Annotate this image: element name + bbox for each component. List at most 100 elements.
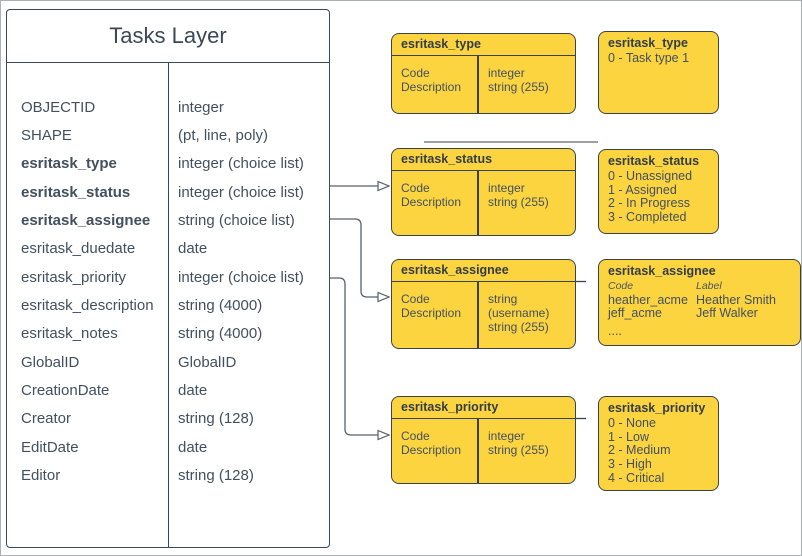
domain-type: integer [488,429,525,443]
table-row: OBJECTID integer [7,93,329,121]
value-item: 1 - Low [608,429,649,444]
domain-table-title: esritask_type [392,34,575,56]
body-divider [477,171,479,235]
domain-table-body: Code Description integer string (255) [392,419,575,483]
domain-type: integer [488,66,525,80]
value-list-title: esritask_priority [608,401,706,415]
field-type: integer (choice list) [178,268,304,286]
field-type: GlobalID [178,353,237,371]
table-row: esritask_priority integer (choice list) [7,263,329,291]
domain-table-esritask-assignee: esritask_assignee Code Description strin… [391,259,576,349]
value-item: 4 - Critical [608,470,665,485]
field-type: (pt, line, poly) [178,127,269,145]
assignee-col-header-code: Code [608,279,634,292]
domain-type: string (255) [488,443,549,457]
domain-field: Code [401,66,430,80]
domain-types: integer string (255) [488,66,549,94]
domain-table-esritask-priority: esritask_priority Code Description integ… [391,396,576,484]
body-divider [477,419,479,483]
field-name: SHAPE [21,127,72,145]
domain-types: integer string (255) [488,429,549,457]
field-name: Editor [21,467,61,485]
assignee-label: Heather Smith [696,292,776,307]
field-type: string (4000) [178,297,263,315]
assignee-code: heather_acme [608,292,688,307]
domain-table-title: esritask_assignee [392,260,575,282]
column-divider [168,62,169,547]
assignee-col-header-label: Label [696,279,722,292]
value-list-esritask-priority: esritask_priority 0 - None 1 - Low 2 - M… [598,396,719,491]
assignee-code-label-table: Code Label heather_acme Heather Smith je… [608,280,791,321]
domain-type: integer [488,181,525,195]
value-list-title: esritask_assignee [608,264,716,278]
domain-table-body: Code Description string (username) strin… [392,282,575,348]
table-row: CreationDate date [7,376,329,404]
field-name: Creator [21,410,72,428]
domain-types: integer string (255) [488,181,549,209]
domain-field: Description [401,195,462,209]
field-name: esritask_priority [21,268,127,286]
table-row: esritask_status integer (choice list) [7,178,329,206]
domain-types: string (username) string (255) [488,292,575,334]
domain-field: Code [401,429,430,443]
table-row: GlobalID GlobalID [7,348,329,376]
domain-fields: Code Description [401,292,461,320]
field-name: esritask_type [21,155,117,173]
value-item: 2 - Medium [608,443,671,458]
table-row: esritask_assignee string (choice list) [7,206,329,234]
table-row: Editor string (128) [7,461,329,489]
field-type: integer (choice list) [178,155,304,173]
domain-table-title: esritask_priority [392,397,575,419]
assignee-ellipsis: .... [608,324,622,339]
domain-table-esritask-type: esritask_type Code Description integer s… [391,33,576,114]
assignee-label: Jeff Walker [696,306,758,321]
field-type: string (128) [178,410,254,428]
domain-table-title: esritask_status [392,149,575,171]
domain-table-esritask-status: esritask_status Code Description integer… [391,148,576,236]
domain-fields: Code Description [401,181,461,209]
field-type: integer (choice list) [178,183,304,201]
domain-type: string (255) [488,80,549,94]
table-row: Creator string (128) [7,405,329,433]
value-list-esritask-status: esritask_status 0 - Unassigned 1 - Assig… [598,149,719,234]
table-row: EditDate date [7,433,329,461]
field-type: date [178,240,208,258]
field-name: esritask_status [21,183,131,201]
value-item: 0 - None [608,415,656,430]
value-list-title: esritask_status [608,154,700,168]
table-row: esritask_duedate date [7,235,329,263]
body-divider [477,56,479,113]
domain-field: Code [401,292,430,306]
connector-priority [330,277,389,435]
domain-table-body: Code Description integer string (255) [392,56,575,113]
domain-field: Code [401,181,430,195]
field-name: CreationDate [21,382,110,400]
table-row: SHAPE (pt, line, poly) [7,121,329,149]
value-item: 0 - Unassigned [608,168,693,183]
value-item: 2 - In Progress [608,196,690,211]
field-type: integer [178,98,224,116]
assignee-code: jeff_acme [608,306,662,321]
tasks-layer-table: Tasks Layer OBJECTID integer SHAPE (pt, … [6,9,330,548]
value-list-esritask-type: esritask_type 0 - Task type 1 [598,31,719,114]
value-item: 3 - High [608,457,652,472]
domain-table-body: Code Description integer string (255) [392,171,575,235]
domain-field: Description [401,306,462,320]
field-type: date [178,382,208,400]
tasks-layer-fields: OBJECTID integer SHAPE (pt, line, poly) … [7,63,329,490]
table-row: esritask_type integer (choice list) [7,150,329,178]
domain-type: string (255) [488,195,549,209]
field-type: string (choice list) [178,212,295,230]
domain-fields: Code Description [401,429,461,457]
field-type: date [178,438,208,456]
value-item: 1 - Assigned [608,182,677,197]
field-type: string (4000) [178,325,263,343]
domain-type: string (255) [488,320,549,334]
domain-type: string (username) [488,292,550,320]
tasks-layer-title: Tasks Layer [7,10,329,63]
field-name: esritask_duedate [21,240,136,258]
field-name: esritask_assignee [21,212,151,230]
field-name: esritask_description [21,297,154,315]
field-type: string (128) [178,467,254,485]
